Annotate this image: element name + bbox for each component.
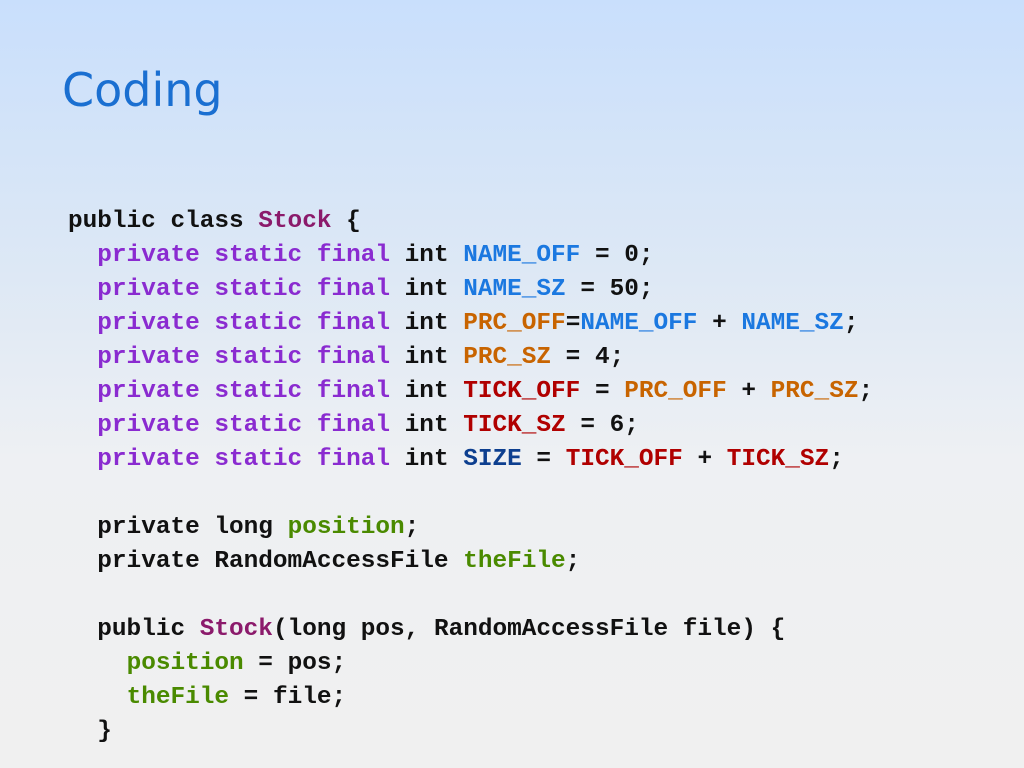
code-indent — [68, 616, 97, 643]
code-token: private static final — [97, 446, 391, 473]
code-token: PRC_OFF — [463, 310, 566, 337]
code-token: TICK_SZ — [463, 412, 566, 439]
code-token: private static final — [97, 242, 391, 269]
code-token: theFile — [463, 548, 566, 575]
code-token: } — [97, 718, 112, 745]
code-token: = — [521, 446, 566, 473]
code-token: int — [390, 344, 464, 371]
code-token: NAME_OFF — [580, 310, 698, 337]
code-token: NAME_SZ — [741, 310, 844, 337]
code-line: private long position; — [68, 511, 873, 545]
code-token: = 6; — [565, 412, 639, 439]
code-token: { — [331, 208, 361, 235]
code-token: private static final — [97, 276, 391, 303]
code-token: TICK_SZ — [726, 446, 830, 473]
code-token: SIZE — [463, 446, 522, 473]
code-token: theFile — [126, 684, 230, 711]
code-line: private static final int PRC_OFF=NAME_OF… — [68, 307, 873, 341]
code-token: PRC_SZ — [770, 378, 859, 405]
code-line: theFile = file; — [68, 681, 873, 715]
code-token: (long pos, RandomAccessFile file) { — [272, 616, 786, 643]
code-token: = pos; — [243, 650, 347, 677]
code-token: private static final — [97, 310, 391, 337]
code-line: private static final int NAME_SZ = 50; — [68, 273, 873, 307]
code-indent — [68, 718, 97, 745]
code-indent — [68, 684, 127, 711]
code-token: int — [390, 412, 464, 439]
code-block: public class Stock { private static fina… — [68, 205, 873, 749]
code-line: private static final int TICK_SZ = 6; — [68, 409, 873, 443]
code-token: private static final — [97, 378, 391, 405]
code-line: position = pos; — [68, 647, 873, 681]
code-token: ; — [565, 548, 581, 575]
code-token: = 0; — [580, 242, 654, 269]
code-token: position — [287, 514, 405, 541]
code-token: ; — [829, 446, 844, 473]
code-indent — [68, 344, 97, 371]
code-token: PRC_SZ — [463, 344, 552, 371]
code-token: position — [126, 650, 244, 677]
code-token: private static final — [97, 412, 391, 439]
code-line — [68, 579, 873, 613]
code-token: int — [390, 310, 464, 337]
code-line: private static final int PRC_SZ = 4; — [68, 341, 873, 375]
code-token: ; — [404, 514, 420, 541]
code-indent — [68, 446, 97, 473]
code-token: NAME_OFF — [463, 242, 581, 269]
code-token: private RandomAccessFile — [97, 548, 464, 575]
code-token: ; — [843, 310, 859, 337]
code-token: private static final — [97, 344, 391, 371]
code-indent — [68, 650, 127, 677]
code-line: private static final int NAME_OFF = 0; — [68, 239, 873, 273]
code-token: = — [565, 310, 581, 337]
code-indent — [68, 242, 97, 269]
code-token: Stock — [199, 616, 273, 643]
code-indent — [68, 378, 97, 405]
code-indent — [68, 514, 97, 541]
code-line — [68, 477, 873, 511]
code-token: public class — [68, 208, 259, 235]
code-line: } — [68, 715, 873, 749]
code-token: int — [390, 242, 464, 269]
code-token: PRC_OFF — [624, 378, 727, 405]
code-token: TICK_OFF — [463, 378, 581, 405]
code-indent — [68, 276, 97, 303]
code-line: private static final int SIZE = TICK_OFF… — [68, 443, 873, 477]
code-token: ; — [858, 378, 874, 405]
code-indent — [68, 548, 97, 575]
code-line: public class Stock { — [68, 205, 873, 239]
code-token: Stock — [258, 208, 332, 235]
code-line: private RandomAccessFile theFile; — [68, 545, 873, 579]
slide-title: Coding — [62, 63, 223, 117]
code-token: = 50; — [565, 276, 654, 303]
code-line: private static final int TICK_OFF = PRC_… — [68, 375, 873, 409]
code-token: = file; — [229, 684, 347, 711]
code-token: = 4; — [551, 344, 625, 371]
code-line: public Stock(long pos, RandomAccessFile … — [68, 613, 873, 647]
code-token: int — [390, 446, 464, 473]
code-token: + — [697, 310, 742, 337]
code-token: public — [97, 616, 200, 643]
code-token: + — [682, 446, 727, 473]
code-token: int — [390, 276, 464, 303]
code-token: TICK_OFF — [565, 446, 683, 473]
code-token: int — [390, 378, 464, 405]
code-indent — [68, 310, 97, 337]
code-indent — [68, 412, 97, 439]
code-token: private long — [97, 514, 288, 541]
code-token: + — [726, 378, 771, 405]
code-token: = — [580, 378, 625, 405]
code-token: NAME_SZ — [463, 276, 566, 303]
